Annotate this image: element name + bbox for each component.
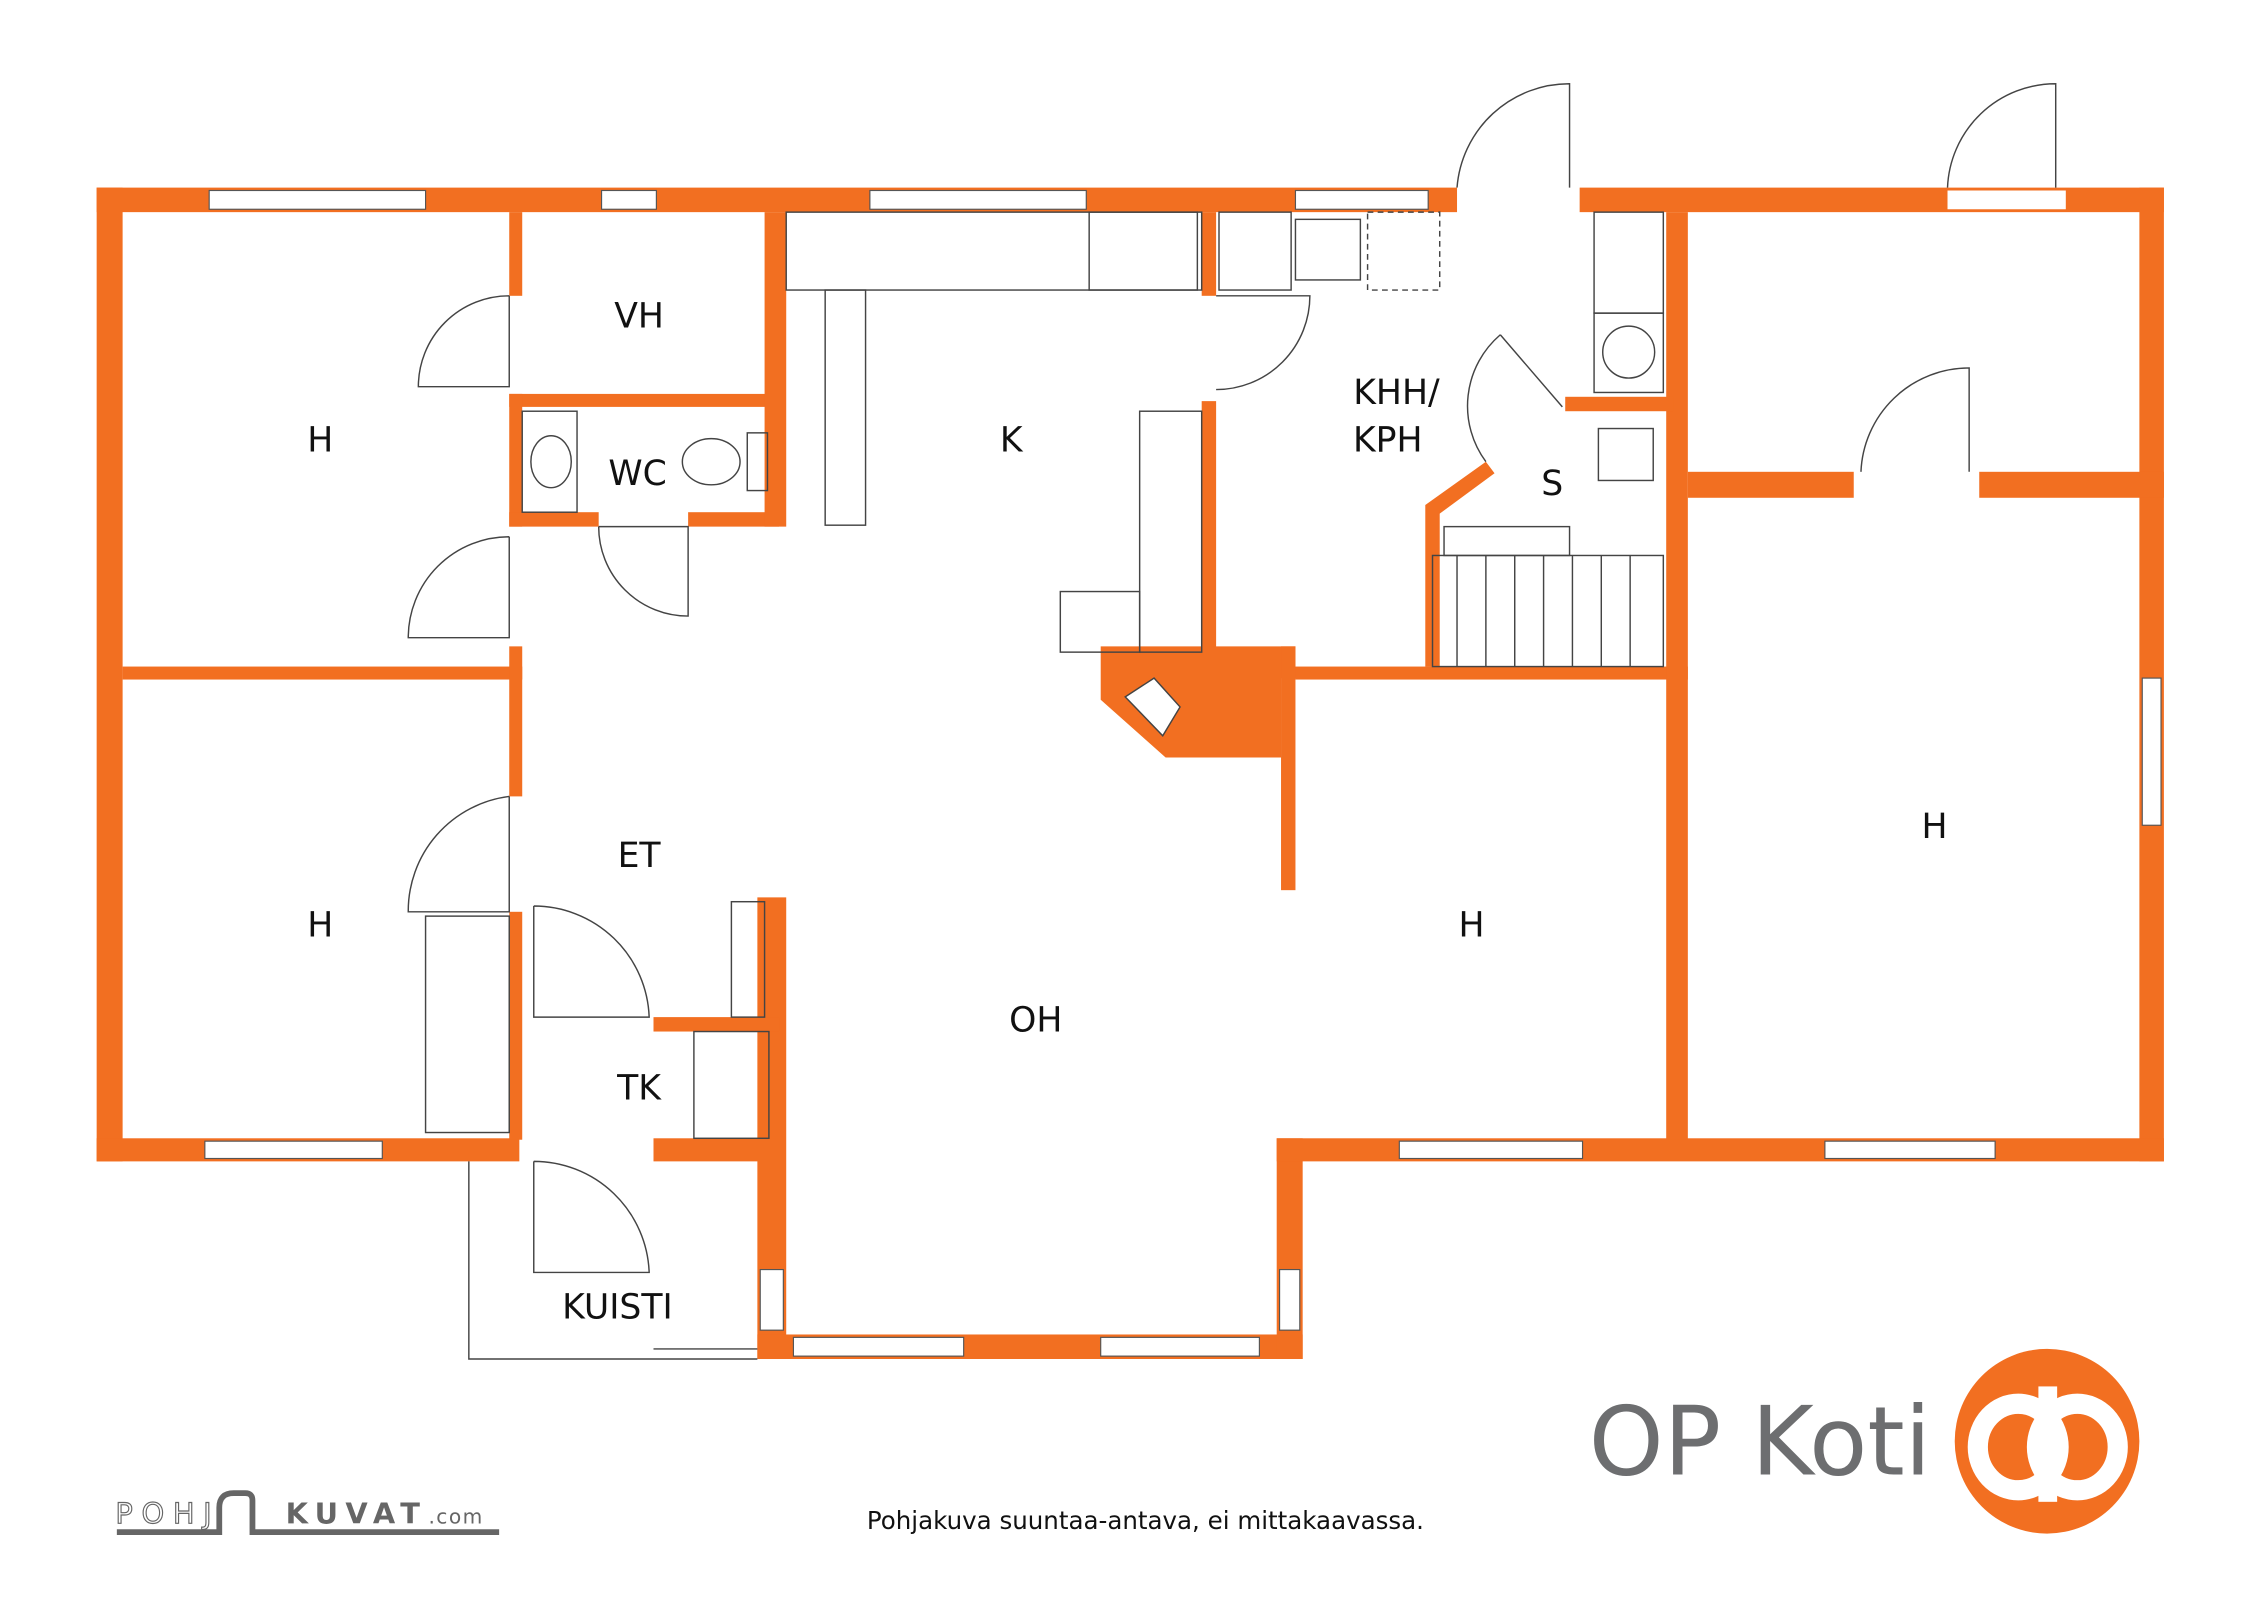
room-label-khh: KHH/ [1353, 373, 1440, 413]
pohjakuvat-logo: POHJ KUVAT .com [115, 1490, 500, 1536]
room-label-oh: OH [1009, 1001, 1062, 1041]
room-label-kuisti: KUISTI [562, 1288, 673, 1328]
fixtures [424, 211, 1665, 1360]
svg-text:KUVAT: KUVAT [286, 1496, 427, 1530]
doors [407, 83, 2057, 1274]
disclaimer-text: Pohjakuva suuntaa-antava, ei mittakaavas… [867, 1506, 1424, 1535]
windows [204, 189, 2162, 1357]
room-label-h3: H [1458, 905, 1484, 945]
room-label-et: ET [618, 836, 662, 876]
room-label-tk: TK [616, 1068, 662, 1108]
interior-walls [122, 212, 2164, 1140]
brand-name: OP Koti [1589, 1387, 1931, 1497]
room-label-vh: VH [614, 297, 664, 337]
room-label-h2: H [307, 905, 333, 945]
room-label-wc: WC [608, 454, 666, 494]
room-label-s: S [1541, 464, 1563, 504]
room-label-k: K [1000, 421, 1024, 461]
room-label-h4: H [1922, 807, 1948, 847]
outer-walls [96, 187, 2164, 1360]
room-label-h1: H [307, 421, 333, 461]
op-logo-icon [1954, 1348, 2140, 1534]
svg-text:.com: .com [428, 1504, 483, 1528]
room-labels: H VH WC K KHH/ KPH S H ET TK OH H H KUIS… [307, 297, 1947, 1328]
svg-text:POHJ: POHJ [115, 1496, 220, 1530]
room-label-kph: KPH [1353, 421, 1423, 461]
